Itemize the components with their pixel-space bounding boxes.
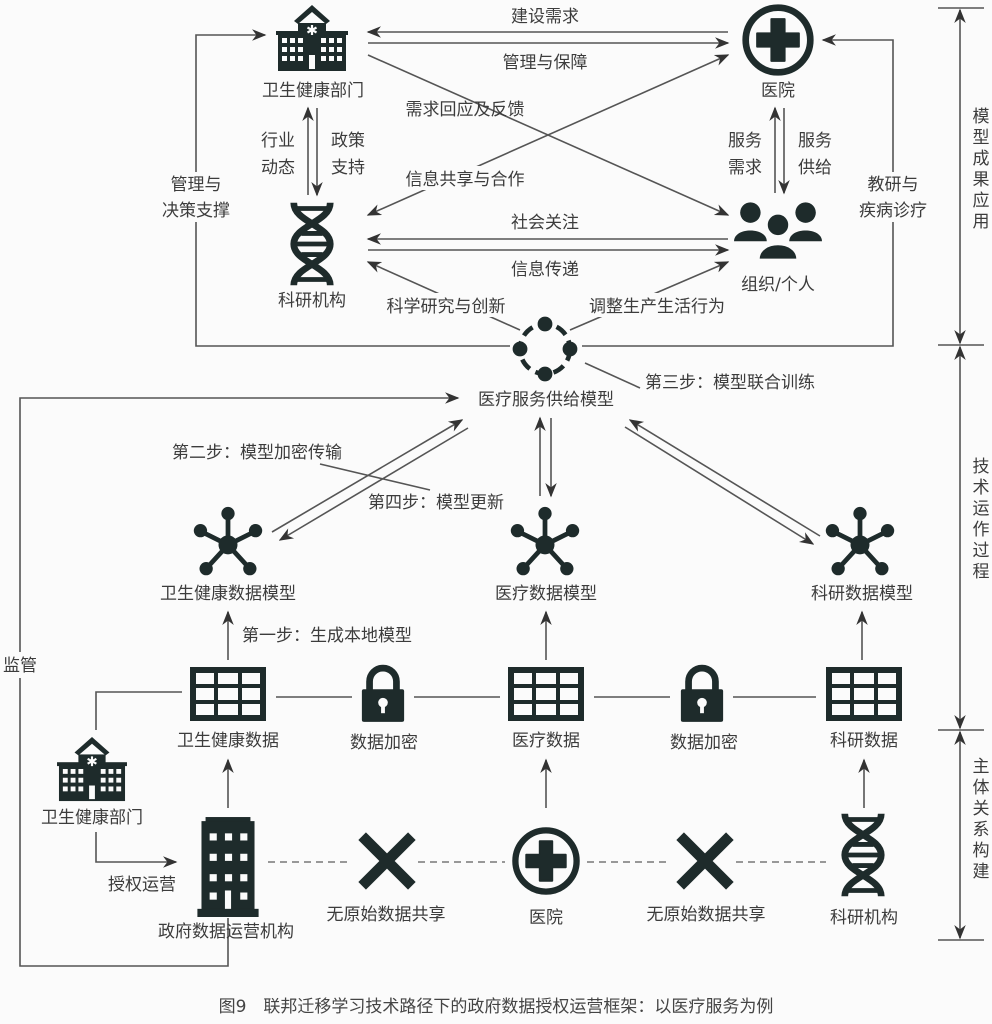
edge-industry-trends-label-2: 动态 bbox=[261, 158, 295, 178]
side-bracket-label-char: 术 bbox=[973, 478, 990, 498]
edge-supervision bbox=[19, 392, 460, 967]
edge-health-model-up bbox=[271, 419, 464, 533]
federated-network-icon bbox=[513, 317, 578, 382]
step2-label: 第二步：模型加密传输 bbox=[172, 443, 342, 463]
node-health-dept-label: 卫生健康部门 bbox=[262, 81, 364, 101]
no-raw-sharing-label: 无原始数据共享 bbox=[647, 905, 766, 925]
step2-step4-leader bbox=[319, 463, 431, 491]
bottom-research-label: 科研机构 bbox=[830, 908, 898, 928]
encryption-label: 数据加密 bbox=[670, 733, 738, 753]
encryption-label: 数据加密 bbox=[350, 733, 418, 753]
step3-label: 第三步：模型联合训练 bbox=[645, 373, 815, 393]
side-bracket-label-char: 系 bbox=[973, 820, 990, 840]
hospital-building-icon bbox=[274, 3, 350, 73]
edge-research-model-down bbox=[624, 426, 815, 545]
network-hub-icon bbox=[826, 507, 894, 575]
local-model-label: 科研数据模型 bbox=[811, 584, 913, 604]
edge-adjust-behavior-label: 调整生产生活行为 bbox=[589, 297, 725, 317]
dna-icon bbox=[294, 203, 330, 286]
side-bracket-label-char: 果 bbox=[973, 170, 990, 190]
dataset-label: 医疗数据 bbox=[512, 731, 580, 751]
medical-cross-icon bbox=[746, 8, 811, 73]
edge-policy-support-label-1: 政策 bbox=[331, 131, 365, 151]
side-bracket-label-char: 过 bbox=[973, 541, 990, 561]
side-bracket-label-char: 建 bbox=[973, 862, 990, 882]
no-raw-sharing-label: 无原始数据共享 bbox=[327, 905, 446, 925]
link-health-dept-data bbox=[95, 691, 182, 730]
data-table-icon bbox=[193, 670, 263, 718]
authorized-operation-label: 授权运营 bbox=[108, 875, 176, 895]
edge-info-sharing-label: 信息共享与合作 bbox=[406, 170, 525, 190]
edge-mgmt-decision-label-2: 决策支撑 bbox=[162, 201, 230, 221]
side-bracket-label-char: 成 bbox=[973, 149, 990, 169]
bottom-health-dept-label: 卫生健康部门 bbox=[41, 808, 143, 828]
edge-construction-demand-label: 建设需求 bbox=[511, 7, 579, 27]
edge-mgmt-decision-label-1: 管理与 bbox=[171, 175, 222, 195]
data-table-icon bbox=[829, 670, 899, 718]
edge-health-model-down bbox=[278, 427, 469, 541]
step3-leader bbox=[584, 362, 641, 389]
network-hub-icon bbox=[511, 507, 579, 575]
edge-demand-response-label: 需求回应及反馈 bbox=[406, 100, 525, 120]
local-model-label: 卫生健康数据模型 bbox=[160, 584, 296, 604]
edge-teaching-label-2: 疾病诊疗 bbox=[859, 201, 927, 221]
side-bracket-label-char: 型 bbox=[973, 128, 990, 148]
edge-management-guarantee-label: 管理与保障 bbox=[503, 53, 588, 73]
gov-operator-label: 政府数据运营机构 bbox=[158, 922, 294, 942]
edge-info-delivery-label: 信息传递 bbox=[511, 260, 579, 280]
edge-service-demand-label-2: 需求 bbox=[728, 158, 762, 178]
edge-service-supply-label-1: 服务 bbox=[798, 131, 832, 151]
edge-authorized-operation bbox=[95, 832, 178, 868]
dataset-label: 科研数据 bbox=[830, 731, 898, 751]
side-bracket-label-char: 技 bbox=[973, 457, 990, 477]
central-model-label: 医疗服务供给模型 bbox=[478, 390, 614, 410]
dataset-label: 卫生健康数据 bbox=[177, 731, 279, 751]
side-bracket-label-char: 程 bbox=[973, 562, 990, 582]
side-bracket-label-char: 构 bbox=[973, 841, 990, 861]
local-model-label: 医疗数据模型 bbox=[495, 584, 597, 604]
node-hospital-label: 医院 bbox=[761, 81, 795, 101]
side-bracket-technical-process bbox=[938, 345, 984, 731]
edge-teaching-label-1: 教研与 bbox=[868, 175, 919, 195]
side-bracket-model-application bbox=[938, 7, 984, 346]
network-hub-icon bbox=[194, 507, 262, 575]
lock-icon bbox=[362, 668, 404, 722]
edge-research-innovation-label: 科学研究与创新 bbox=[387, 297, 506, 317]
x-mark-icon bbox=[680, 836, 730, 886]
side-bracket-label-char: 作 bbox=[973, 520, 990, 540]
x-mark-icon bbox=[362, 836, 412, 886]
side-bracket-label-char: 运 bbox=[973, 499, 990, 519]
edge-research-model-up bbox=[628, 419, 821, 537]
edge-service-supply-label-2: 供给 bbox=[798, 158, 832, 178]
edge-industry-trends-label-1: 行业 bbox=[261, 131, 295, 151]
bottom-hospital-label: 医院 bbox=[529, 908, 563, 928]
people-group-icon bbox=[733, 201, 823, 261]
side-bracket-subject-relationship bbox=[938, 730, 984, 941]
data-table-icon bbox=[511, 670, 581, 718]
step1-label: 第一步：生成本地模型 bbox=[242, 626, 412, 646]
node-research-label: 科研机构 bbox=[278, 291, 346, 311]
edge-policy-support-label-2: 支持 bbox=[331, 158, 365, 178]
edge-social-attention-label: 社会关注 bbox=[511, 213, 579, 233]
step4-label: 第四步：模型更新 bbox=[368, 493, 504, 513]
hospital-building-icon bbox=[55, 735, 129, 803]
node-public-label: 组织/个人 bbox=[741, 275, 815, 295]
side-bracket-label-char: 主 bbox=[973, 757, 990, 777]
dna-icon bbox=[845, 814, 881, 897]
figure-caption: 图9 联邦迁移学习技术路径下的政府数据授权运营框架：以医疗服务为例 bbox=[219, 997, 774, 1017]
side-bracket-label-char: 应 bbox=[973, 191, 990, 211]
side-bracket-label-char: 关 bbox=[973, 799, 990, 819]
office-tower-icon bbox=[197, 817, 259, 917]
side-bracket-label-char: 用 bbox=[973, 212, 990, 232]
edge-service-demand-label-1: 服务 bbox=[728, 131, 762, 151]
side-bracket-label-char: 模 bbox=[973, 107, 990, 127]
lock-icon bbox=[681, 668, 723, 722]
supervision-label: 监管 bbox=[3, 656, 37, 676]
side-bracket-label-char: 体 bbox=[973, 778, 990, 798]
medical-cross-icon bbox=[515, 830, 576, 891]
